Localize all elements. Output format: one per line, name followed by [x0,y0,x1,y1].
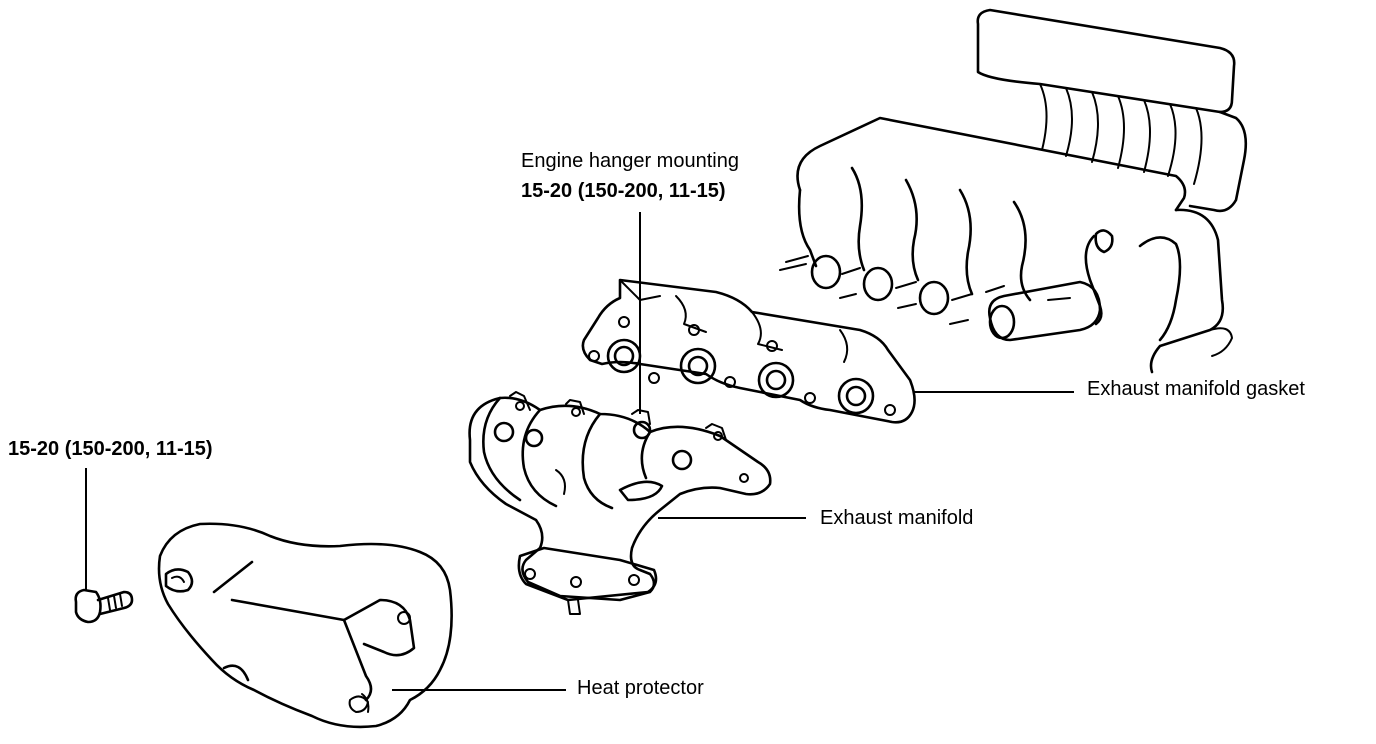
engine-hanger-torque: 15-20 (150-200, 11-15) [521,180,726,202]
heat-protector [157,522,453,729]
bolt-torque-label: 15-20 (150-200, 11-15) [8,438,213,460]
exhaust-manifold-label: Exhaust manifold [820,507,974,529]
engine-block [779,8,1248,374]
exhaust-manifold [468,391,772,615]
heat-protector-label: Heat protector [577,677,704,699]
bolt [74,588,134,624]
exhaust-manifold-gasket-label: Exhaust manifold gasket [1087,378,1305,400]
engine-hanger-label: Engine hanger mounting [521,150,739,172]
exhaust-manifold-gasket [581,278,916,424]
